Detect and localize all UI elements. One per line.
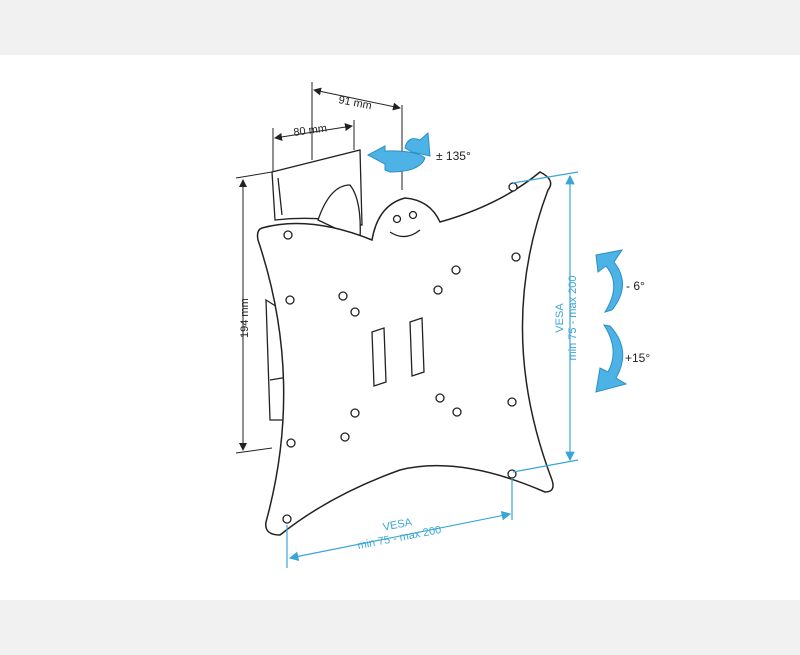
height-label: 194 mm [239, 298, 251, 338]
smiley-tab [389, 210, 421, 238]
vesa-vertical-title: VESA [554, 303, 566, 333]
dimension-lines [235, 82, 403, 454]
tilt-down-arrow-icon [595, 324, 628, 393]
swivel-arrow-icon [366, 131, 431, 173]
depth-inner-label: 80 mm [293, 122, 328, 139]
vesa-horizontal-title: VESA [382, 516, 414, 534]
vesa-lines [286, 171, 579, 568]
plate-slots [371, 317, 425, 387]
tilt-up-label: - 6° [626, 279, 645, 293]
tilt-down-label: +15° [625, 351, 650, 365]
tilt-up-arrow-icon [595, 249, 624, 313]
mounting-holes [282, 182, 521, 524]
depth-outer-label: 91 mm [337, 94, 372, 112]
vesa-vertical-range: min 75 - max 200 [567, 276, 579, 361]
swivel-label: ± 135° [436, 149, 471, 163]
vesa-plate [256, 171, 554, 536]
